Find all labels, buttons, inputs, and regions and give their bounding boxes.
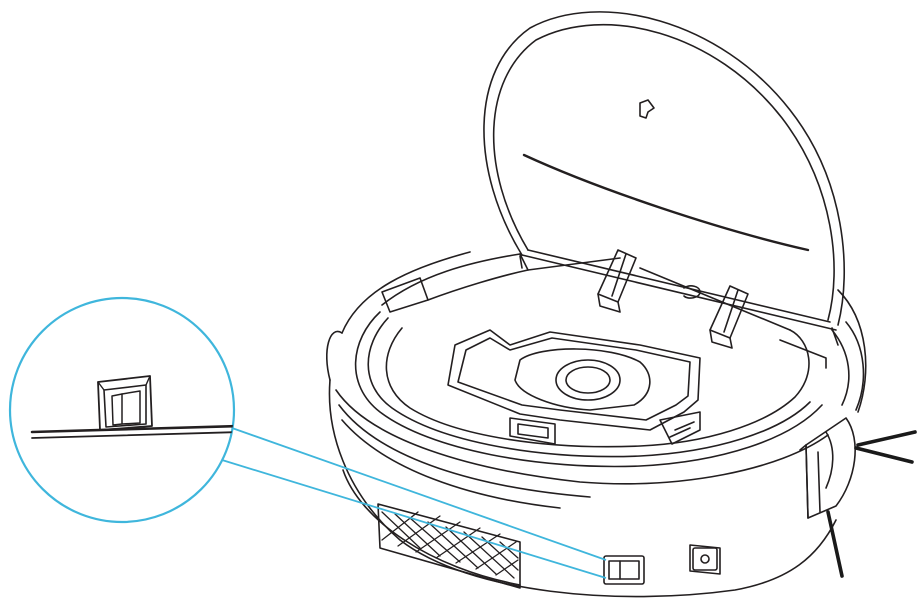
body-side-wall <box>328 379 837 598</box>
lid-outer-edge <box>483 11 845 326</box>
lid-hinges <box>597 249 749 349</box>
callout-leader-lines <box>221 427 607 579</box>
dust-bin <box>447 329 701 445</box>
robot-body <box>326 251 867 598</box>
open-lid <box>483 11 845 346</box>
callout <box>8 296 607 579</box>
side-bumper <box>805 417 856 519</box>
power-switch <box>603 555 645 585</box>
lid-latch <box>639 99 655 119</box>
top-recess-outer <box>354 311 823 468</box>
charging-port <box>689 544 721 575</box>
magnified-power-switch <box>97 375 153 431</box>
filter-port <box>555 359 621 401</box>
top-panel <box>354 253 827 468</box>
vent-grille <box>377 503 521 589</box>
inner-circle-panel <box>385 327 810 448</box>
side-brush <box>826 430 917 578</box>
